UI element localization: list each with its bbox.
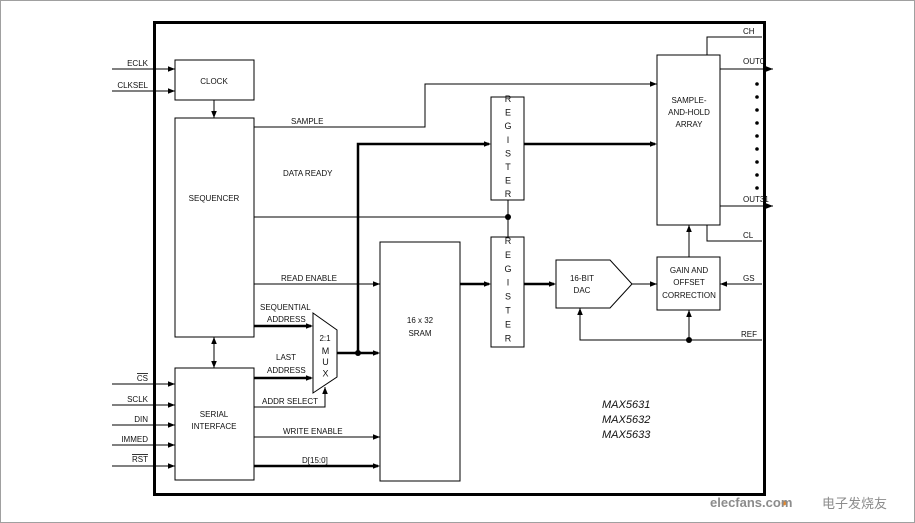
serial-interface-label-line1: SERIAL <box>200 410 229 419</box>
watermark-logo-dot <box>781 500 787 506</box>
write-enable-signal-label: WRITE ENABLE <box>283 427 343 436</box>
immed-pin-label: IMMED <box>121 435 148 444</box>
mux-letters-box: MUX <box>313 346 337 380</box>
part-number-3: MAX5633 <box>602 429 651 441</box>
gain-offset-label-line2: OFFSET <box>673 278 705 287</box>
part-number-1: MAX5631 <box>602 399 650 411</box>
serial-interface-label-line2: INTERFACE <box>192 422 237 431</box>
sequential-address-label-line2: ADDRESS <box>267 315 306 324</box>
mux-block <box>312 312 338 394</box>
read-enable-signal-label: READ ENABLE <box>281 274 337 283</box>
sample-signal-label: SAMPLE <box>291 117 323 126</box>
dac-label-line2: DAC <box>574 286 591 295</box>
gs-pin-label: GS <box>743 274 755 283</box>
addr-select-signal-label: ADDR SELECT <box>262 397 318 406</box>
watermark-site: elecfans.com <box>710 495 792 510</box>
out31-pin-label: OUT31 <box>743 195 769 204</box>
mux-to-register-bus <box>356 141 491 353</box>
ch-line <box>706 36 762 55</box>
sample-hold-label-line1: SAMPLE- <box>671 96 706 105</box>
chip-boundary <box>153 21 766 496</box>
clksel-pin-label: CLKSEL <box>117 81 148 90</box>
sequencer-label: SEQUENCER <box>189 194 240 203</box>
clock-block <box>174 59 255 101</box>
sclk-pin-label: SCLK <box>127 395 149 404</box>
ref-junction <box>686 337 692 343</box>
cl-line <box>706 225 762 242</box>
out0-pin-label: OUT0 <box>743 57 765 66</box>
cl-pin-label: CL <box>743 231 754 240</box>
mux-output-junction <box>355 350 361 356</box>
eclk-pin-label: ECLK <box>127 59 149 68</box>
sram-block <box>379 241 461 482</box>
data-ready-signal-label: DATA READY <box>283 169 333 178</box>
din-pin-label: DIN <box>134 415 148 424</box>
register-top-label: REGISTER <box>503 94 513 203</box>
rst-pin-label: RST <box>132 455 148 464</box>
last-address-label-line1: LAST <box>276 353 296 362</box>
sequencer-block <box>174 117 255 338</box>
sample-line <box>254 81 657 128</box>
register-top-label-box: REGISTER <box>491 94 524 203</box>
ref-pin-label: REF <box>741 330 757 339</box>
register-top-block <box>490 96 525 201</box>
watermark-name: 电子发烧友 <box>822 496 887 512</box>
sample-hold-block <box>656 54 721 226</box>
ch-pin-label: CH <box>743 27 755 36</box>
sram-label-line2: SRAM <box>408 329 431 338</box>
sequential-address-label-line1: SEQUENTIAL <box>260 303 311 312</box>
dac-label-line1: 16-BIT <box>570 274 594 283</box>
gain-offset-block <box>656 256 721 311</box>
register-bottom-label: REGISTER <box>503 236 513 348</box>
output-continuation-dots <box>755 82 759 190</box>
sample-hold-label-line3: ARRAY <box>676 120 704 129</box>
last-address-label-line2: ADDRESS <box>267 366 306 375</box>
sample-hold-label-line2: AND-HOLD <box>668 108 710 117</box>
addr-select-line <box>254 387 328 408</box>
data-bus-label: D[15:0] <box>302 456 328 465</box>
sram-label-line1: 16 x 32 <box>407 316 434 325</box>
mux-letters-label: MUX <box>320 346 331 380</box>
part-number-2: MAX5632 <box>602 414 650 426</box>
register-link-junction <box>505 214 511 220</box>
gain-offset-label-line1: GAIN AND <box>670 266 708 275</box>
dac-block <box>555 259 633 309</box>
cs-pin-label: CS <box>137 374 148 383</box>
mux-ratio-label: 2:1 <box>319 334 331 343</box>
ref-line <box>577 308 762 341</box>
register-bottom-block <box>490 236 525 348</box>
gain-offset-label-line3: CORRECTION <box>662 291 716 300</box>
register-bottom-label-box: REGISTER <box>491 236 524 348</box>
clock-label: CLOCK <box>200 77 228 86</box>
